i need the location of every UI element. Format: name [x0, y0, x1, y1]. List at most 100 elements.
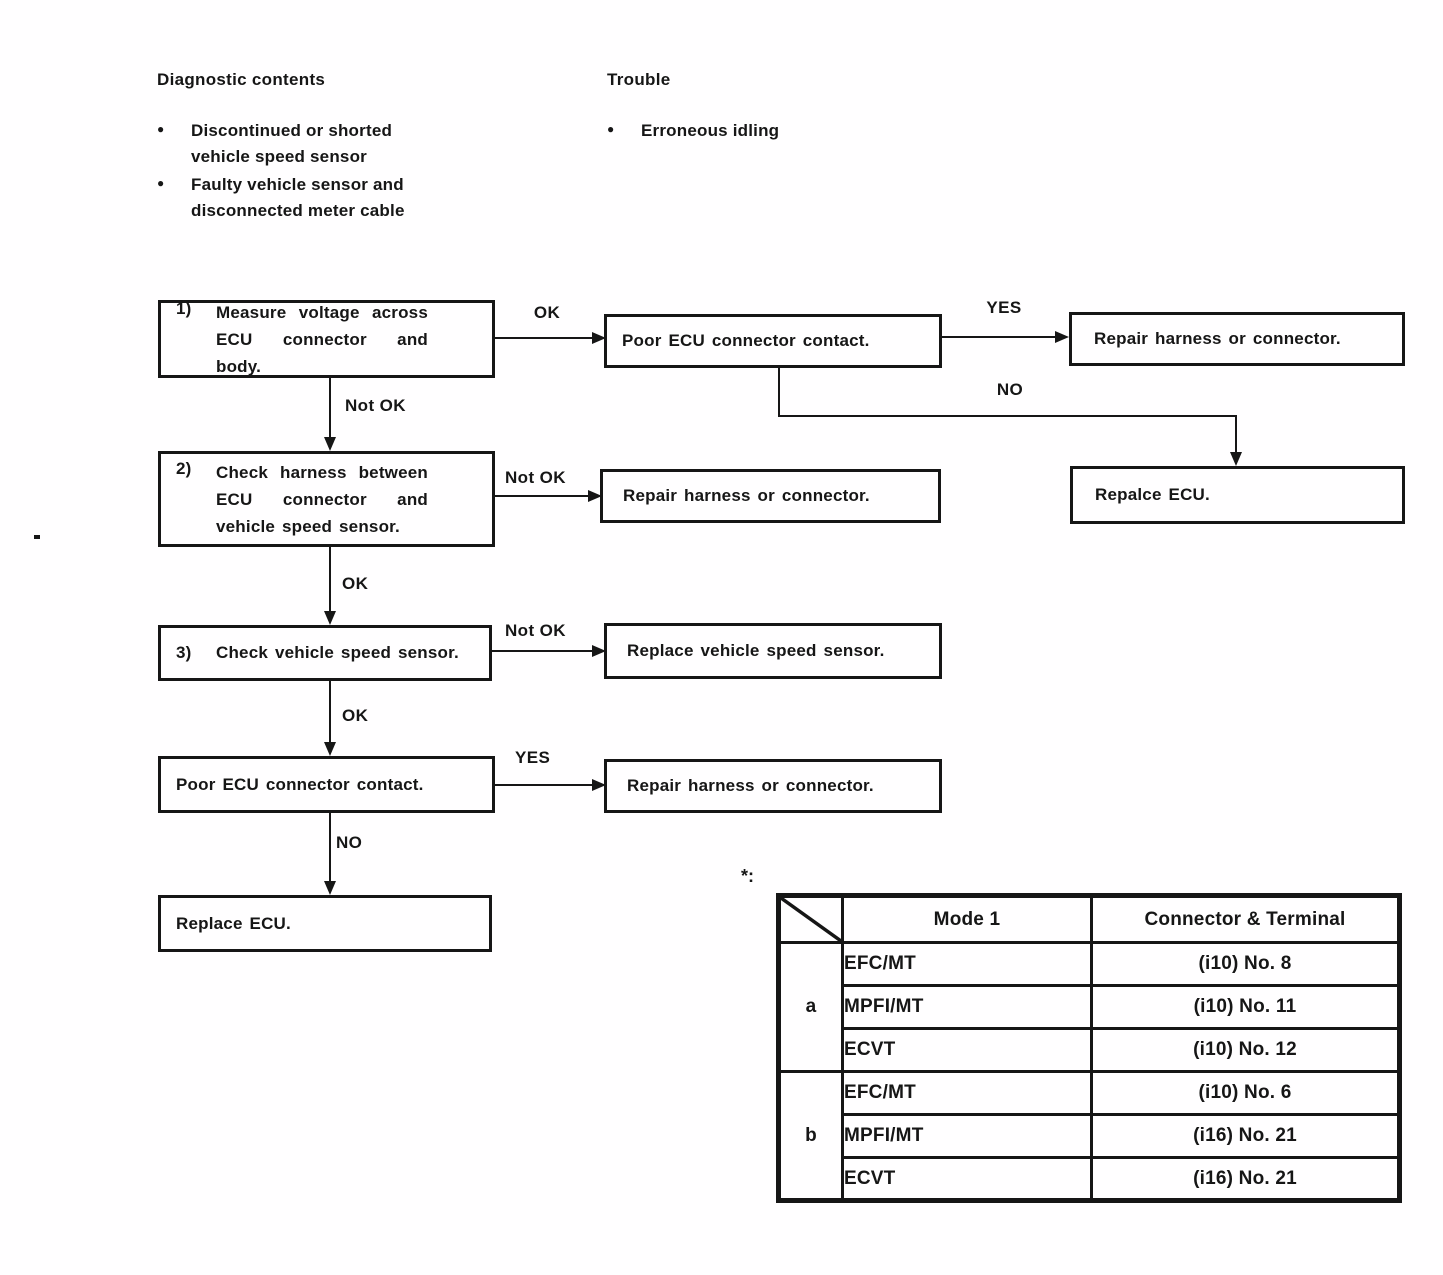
connector-cell: (i10) No. 12 — [1090, 1027, 1401, 1073]
connector-cell: (i16) No. 21 — [1090, 1156, 1401, 1202]
bullet-icon: ● — [157, 122, 165, 136]
connector-line — [1235, 415, 1237, 454]
bullet-icon: ● — [157, 176, 165, 190]
arrow-right-icon — [588, 490, 602, 502]
connector-line — [329, 813, 331, 883]
connector-line — [942, 336, 1057, 338]
trouble-title: Trouble — [607, 70, 671, 89]
box-text: Replace vehicle speed sensor. — [627, 641, 885, 660]
flow-box-step1: 1) Measure voltage across ECU connector … — [158, 298, 495, 378]
box-text: Replace ECU. — [176, 913, 291, 933]
column-header-connector: Connector & Terminal — [1090, 894, 1401, 944]
arrow-down-icon — [324, 742, 336, 756]
box-text: Repair harness or connector. — [1094, 329, 1341, 348]
group-label-cell: b — [777, 1070, 844, 1202]
arrow-down-icon — [324, 881, 336, 895]
flow-box-step3: 3) Check vehicle speed sensor. — [158, 625, 492, 681]
connector-line — [778, 368, 780, 417]
scan-artifact-dot — [34, 535, 40, 539]
arrow-label-not-ok: Not OK — [345, 396, 406, 415]
arrow-right-icon — [592, 332, 606, 344]
table-row: ECVT (i10) No. 12 — [779, 1027, 1401, 1073]
list-item: ● Erroneous idling — [607, 118, 867, 144]
table-row: MPFI/MT (i16) No. 21 — [779, 1113, 1401, 1159]
table-header-row: Mode 1 Connector & Terminal — [777, 894, 1401, 944]
list-item-text: Discontinued or shorted vehicle speed se… — [191, 121, 393, 166]
column-header-mode: Mode 1 — [841, 894, 1093, 944]
flow-box-repalce-ecu: Repalce ECU. — [1070, 466, 1405, 524]
connector-line — [329, 681, 331, 744]
box-text: Poor ECU connector contact. — [176, 774, 424, 794]
connector-line — [492, 650, 594, 652]
table-row: a EFC/MT (i10) No. 8 — [777, 941, 1401, 1073]
diagnostic-contents-title: Diagnostic contents — [157, 70, 326, 89]
bullet-icon: ● — [607, 122, 615, 136]
table-row: b EFC/MT (i10) No. 6 — [777, 1070, 1401, 1202]
arrow-label-no: NO — [336, 833, 363, 852]
connector-cell: (i16) No. 21 — [1090, 1113, 1401, 1159]
mode-cell: MPFI/MT — [841, 1113, 1093, 1159]
box-text: Repair harness or connector. — [627, 776, 874, 795]
connector-cell: (i10) No. 6 — [1090, 1070, 1401, 1116]
flow-box-poor-ecu-contact-1: Poor ECU connector contact. — [604, 314, 942, 368]
step-number: 2) — [176, 458, 192, 478]
table-row: MPFI/MT (i10) No. 11 — [779, 984, 1401, 1030]
arrow-down-icon — [324, 611, 336, 625]
mode-cell: MPFI/MT — [841, 984, 1093, 1030]
connector-terminal-table: Mode 1 Connector & Terminal a EFC/MT (i1… — [776, 893, 1402, 1203]
group-label-cell: a — [777, 941, 844, 1073]
connector-line — [495, 337, 594, 339]
arrow-right-icon — [1055, 331, 1069, 343]
connector-line — [778, 415, 1237, 417]
mode-cell: EFC/MT — [841, 941, 1093, 987]
mode-cell: EFC/MT — [841, 1070, 1093, 1116]
connector-cell: (i10) No. 8 — [1090, 941, 1401, 987]
flow-box-repair-harness-3: Repair harness or connector. — [604, 759, 942, 813]
step-number: 1) — [176, 298, 192, 318]
step-text: Check harness between ECU connector and … — [216, 462, 428, 536]
trouble-section: Trouble ● Erroneous idling — [607, 70, 867, 146]
list-item-text: Erroneous idling — [641, 121, 780, 140]
flow-box-step2: 2) Check harness between ECU connector a… — [158, 451, 495, 547]
flow-box-repair-harness-2: Repair harness or connector. — [600, 469, 941, 523]
flow-box-repair-harness-1: Repair harness or connector. — [1069, 312, 1405, 366]
step-text: Measure voltage across ECU connector and… — [216, 302, 428, 376]
diagnostic-contents-list: ● Discontinued or shorted vehicle speed … — [157, 118, 457, 224]
footnote-marker: *: — [741, 866, 754, 886]
list-item: ● Faulty vehicle sensor and disconnected… — [157, 172, 457, 224]
arrow-label-no: NO — [996, 380, 1024, 399]
trouble-list: ● Erroneous idling — [607, 118, 867, 144]
diagnostic-contents-section: Diagnostic contents ● Discontinued or sh… — [157, 70, 457, 226]
flow-box-replace-ecu: Replace ECU. — [158, 895, 492, 952]
step-number: 3) — [176, 643, 192, 662]
arrow-label-not-ok: Not OK — [505, 621, 566, 640]
mode-cell: ECVT — [841, 1156, 1093, 1202]
arrow-label-ok: OK — [342, 706, 369, 725]
connector-line — [495, 784, 594, 786]
flow-box-replace-speed-sensor: Replace vehicle speed sensor. — [604, 623, 942, 679]
arrow-down-icon — [1230, 452, 1242, 466]
list-item: ● Discontinued or shorted vehicle speed … — [157, 118, 457, 170]
arrow-down-icon — [324, 437, 336, 451]
box-text: Poor ECU connector contact. — [622, 331, 870, 350]
arrow-right-icon — [592, 645, 606, 657]
table-row: ECVT (i16) No. 21 — [779, 1156, 1401, 1202]
box-text: Repair harness or connector. — [623, 486, 870, 505]
connector-line — [495, 495, 590, 497]
mode-cell: ECVT — [841, 1027, 1093, 1073]
arrow-label-ok: OK — [533, 303, 561, 322]
connector-cell: (i10) No. 11 — [1090, 984, 1401, 1030]
connector-line — [329, 378, 331, 439]
arrow-label-not-ok: Not OK — [505, 468, 566, 487]
box-text: Repalce ECU. — [1095, 485, 1210, 504]
arrow-label-yes: YES — [515, 748, 551, 767]
list-item-text: Faulty vehicle sensor and disconnected m… — [191, 175, 405, 220]
connector-line — [329, 547, 331, 613]
diagonal-line-icon — [781, 898, 841, 941]
arrow-label-ok: OK — [342, 574, 369, 593]
flow-box-poor-ecu-contact-2: Poor ECU connector contact. — [158, 756, 495, 813]
diagonal-corner-cell — [777, 894, 844, 944]
arrow-right-icon — [592, 779, 606, 791]
arrow-label-yes: YES — [986, 298, 1022, 317]
